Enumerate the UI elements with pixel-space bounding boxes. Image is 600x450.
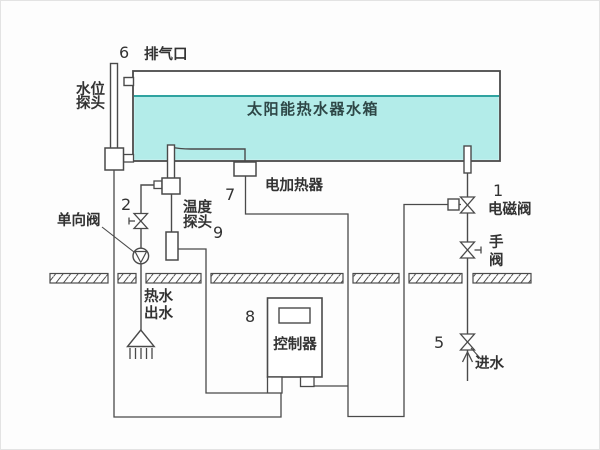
wire-temp-probe-to-controller: [178, 248, 267, 394]
inlet-leader-line: [470, 347, 481, 359]
controller-leg-left: [266, 376, 283, 394]
label-temp-probe-2: 探头: [183, 213, 212, 231]
solenoid-coil: [447, 198, 460, 211]
floor-segment: [145, 272, 202, 284]
label-num-6: 6: [119, 43, 129, 62]
temp-probe-assembly: [153, 177, 181, 261]
pipe-segment: [140, 184, 154, 214]
label-hot-water-2: 出水: [144, 304, 173, 322]
vent-pipe: [109, 62, 119, 150]
label-level-probe-2: 探头: [76, 94, 105, 112]
pipe-fitting-box: [161, 177, 181, 195]
labels: 6 排气口 水位 探头 电加热器 7 2 温度 探头 9 单向阀 1 电磁阀 手…: [57, 43, 532, 372]
floor-segment: [49, 272, 109, 284]
level-probe-box: [104, 147, 125, 171]
label-num-5: 5: [434, 333, 444, 352]
label-num-1: 1: [493, 181, 503, 200]
check-valve: [132, 247, 150, 265]
controller-leg-right: [299, 376, 315, 388]
check-valve-leader-line: [101, 226, 135, 253]
label-solenoid-valve: 电磁阀: [488, 200, 532, 218]
heater-terminal-box: [233, 161, 257, 177]
valve-2: [128, 212, 149, 230]
heater-and-internals: [166, 144, 472, 180]
label-hot-water-1: 热水: [144, 287, 173, 305]
label-level-probe-1: 水位: [76, 80, 105, 98]
solenoid-valve: [447, 196, 476, 214]
floor-segment: [117, 272, 137, 284]
floor-segment: [210, 272, 344, 284]
floor-segment: [352, 272, 400, 284]
label-num-9: 9: [213, 223, 223, 242]
floor-segment: [472, 272, 532, 284]
tank-label: 太阳能热水器水箱: [247, 100, 379, 118]
storage-tank: 太阳能热水器水箱: [123, 70, 501, 162]
wire-level-probe-to-controller: [113, 170, 282, 418]
label-num-7: 7: [225, 185, 235, 204]
inlet-valve: [459, 333, 481, 363]
shower-head: [126, 328, 156, 359]
hot-water-pipe: [140, 184, 154, 330]
inlet-flow-arrow: [461, 350, 474, 363]
label-hand-valve-2: 阀: [489, 251, 504, 269]
controller-display: [278, 307, 311, 324]
vent-port-nub: [123, 76, 135, 87]
wire-heater-solenoid-run: [244, 176, 448, 418]
level-probe-stub: [122, 153, 135, 163]
label-electric-heater: 电加热器: [265, 176, 323, 194]
label-water-inlet: 进水: [475, 354, 504, 372]
label-hand-valve-1: 手: [489, 233, 504, 251]
controller: 控制器: [266, 297, 323, 394]
controller-label: 控制器: [273, 335, 317, 353]
hand-valve: [459, 241, 482, 259]
floor-segment: [408, 272, 463, 284]
label-check-valve: 单向阀: [57, 211, 101, 229]
fitting-nub: [153, 180, 163, 190]
label-num-8: 8: [245, 307, 255, 326]
control-wires: [113, 170, 448, 418]
water-level-probe-assembly: [104, 62, 135, 171]
label-num-2: 2: [121, 195, 131, 214]
label-temp-probe-1: 温度: [183, 198, 212, 216]
inlet-riser-pipe: [463, 145, 472, 174]
floor-slab: [49, 272, 532, 284]
label-vent-port: 排气口: [144, 45, 188, 63]
outlet-riser-pipe: [166, 144, 176, 180]
temp-probe-body: [165, 231, 179, 261]
